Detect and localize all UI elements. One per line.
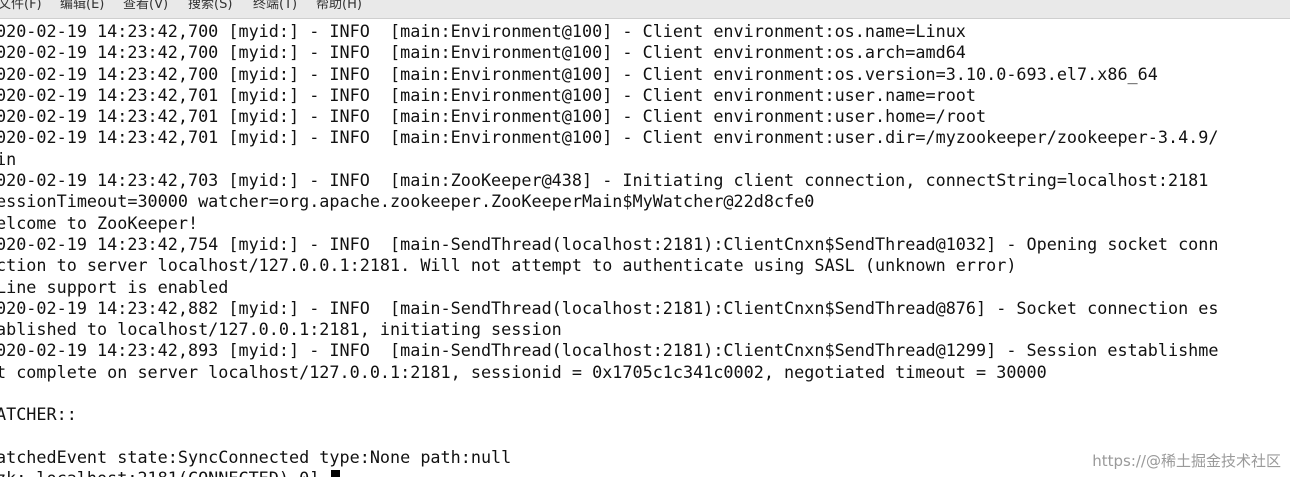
terminal-line: ablished to localhost/127.0.0.1:2181, in… — [0, 319, 562, 340]
menu-view[interactable]: 查看(V) — [123, 0, 169, 12]
prompt-text: zk: localhost:2181(CONNECTED) 0] — [0, 468, 329, 477]
terminal-line: t complete on server localhost/127.0.0.1… — [0, 361, 1047, 382]
terminal-line: ction to server localhost/127.0.0.1:2181… — [0, 255, 1017, 276]
watermark: https://@稀土掘金技术社区 — [1089, 450, 1284, 471]
terminal-output[interactable]: 020-02-19 14:23:42,700 [myid:] - INFO [m… — [0, 21, 1290, 477]
menu-help[interactable]: 帮助(H) — [316, 0, 362, 12]
terminal-line: 020-02-19 14:23:42,754 [myid:] - INFO [m… — [0, 233, 1219, 254]
terminal-line: 020-02-19 14:23:42,700 [myid:] - INFO [m… — [0, 63, 1158, 84]
terminal-line — [0, 383, 1290, 404]
terminal-line: 020-02-19 14:23:42,701 [myid:] - INFO [m… — [0, 127, 1219, 148]
terminal-line: elcome to ZooKeeper! — [0, 212, 199, 233]
terminal-line: 020-02-19 14:23:42,701 [myid:] - INFO [m… — [0, 84, 977, 105]
terminal-line — [0, 426, 1290, 447]
menu-file[interactable]: 文件(F) — [0, 0, 42, 12]
terminal-line: atchedEvent state:SyncConnected type:Non… — [0, 446, 512, 467]
terminal-line: 020-02-19 14:23:42,893 [myid:] - INFO [m… — [0, 340, 1219, 361]
terminal-line: 020-02-19 14:23:42,700 [myid:] - INFO [m… — [0, 21, 966, 41]
menu-bar: 文件(F) 编辑(E) 查看(V) 搜索(S) 终端(T) 帮助(H) — [0, 0, 1290, 19]
terminal-line: 020-02-19 14:23:42,703 [myid:] - INFO [m… — [0, 170, 1209, 191]
text-cursor — [331, 470, 341, 477]
terminal-line: essionTimeout=30000 watcher=org.apache.z… — [0, 191, 815, 212]
terminal-line: 020-02-19 14:23:42,882 [myid:] - INFO [m… — [0, 297, 1219, 318]
terminal-line: ATCHER:: — [0, 404, 77, 425]
terminal-line: 020-02-19 14:23:42,700 [myid:] - INFO [m… — [0, 42, 966, 63]
terminal-line: in — [0, 148, 17, 169]
terminal-line: Line support is enabled — [0, 276, 229, 297]
command-prompt[interactable]: zk: localhost:2181(CONNECTED) 0] — [0, 468, 1290, 477]
menu-search[interactable]: 搜索(S) — [188, 0, 233, 12]
menu-edit[interactable]: 编辑(E) — [60, 0, 105, 12]
menu-terminal[interactable]: 终端(T) — [253, 0, 298, 12]
terminal-line: 020-02-19 14:23:42,701 [myid:] - INFO [m… — [0, 106, 987, 127]
